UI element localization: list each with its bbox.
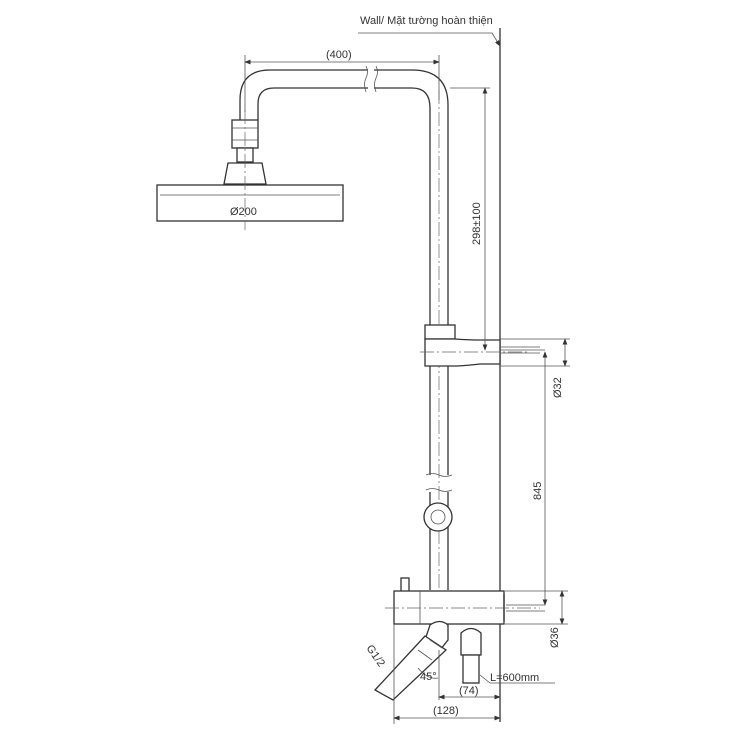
wall-bracket — [420, 324, 545, 367]
mixer-body — [385, 577, 545, 625]
shower-head — [156, 110, 344, 230]
bracket-spacing-label: 845 — [532, 482, 544, 500]
dimension-bracket-diameter — [500, 338, 570, 367]
hose-connector — [460, 627, 555, 684]
angle-label: 45° — [420, 671, 437, 683]
thread-label: G1/2 — [364, 643, 388, 669]
height-adjust-label: 298±100 — [471, 202, 483, 245]
mixer-diameter-label: Ø36 — [549, 627, 561, 648]
mixer-offset-label: (128) — [433, 705, 459, 717]
dimension-hand-shower-offset — [438, 650, 501, 700]
head-diameter-label: Ø200 — [230, 206, 257, 218]
angle-arc — [417, 667, 439, 679]
wall-label: Wall/ Mặt tường hoàn thiện — [360, 15, 493, 27]
dimension-arm-length — [244, 55, 440, 112]
dimension-height-adjust — [450, 87, 490, 351]
shower-arm — [239, 65, 449, 325]
bracket-diameter-label: Ø32 — [552, 377, 564, 398]
arm-length-label: (400) — [326, 49, 352, 61]
hose-length-label: L=600mm — [490, 672, 539, 684]
angled-outlet — [373, 620, 449, 701]
dimension-mixer-diameter — [505, 590, 568, 625]
riser-pipe — [423, 90, 453, 650]
dimension-mixer-offset — [393, 624, 501, 724]
hand-shower-offset-label: (74) — [459, 685, 479, 697]
